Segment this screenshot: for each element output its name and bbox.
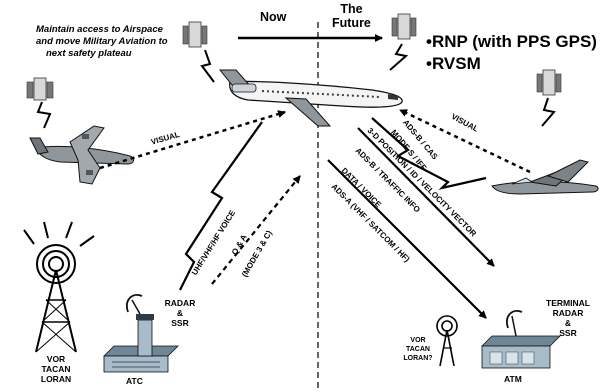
- intro-line-3: next safety plateau: [36, 48, 132, 59]
- vor-tacan-loran-right-label: VOR TACAN LORAN?: [398, 336, 438, 363]
- atm-label: ATM: [504, 374, 522, 384]
- satellite-icon: [392, 14, 416, 39]
- vor-left-line-1: VOR: [47, 354, 65, 364]
- vor-right-line-2: TACAN: [406, 346, 430, 353]
- airliner-image: [220, 70, 402, 126]
- bullet-rnp: •RNP (with PPS GPS): [426, 32, 597, 52]
- vor-right-line-3: LORAN?: [403, 355, 432, 362]
- radar-ssr-line-2: &: [177, 308, 183, 318]
- radar-ssr-line-1: RADAR: [165, 298, 196, 308]
- intro-line-2: and move Military Aviation to: [36, 36, 168, 47]
- vor-tacan-loran-left-label: VOR TACAN LORAN: [28, 354, 84, 384]
- vor-right-line-1: VOR: [410, 337, 425, 344]
- intro-line-1: Maintain access to Airspace: [36, 24, 163, 35]
- radar-ssr-line-3: SSR: [171, 318, 188, 328]
- vor-left-line-2: TACAN: [41, 364, 70, 374]
- now-label: Now: [260, 10, 286, 24]
- satellite-link-bolt: [542, 98, 554, 126]
- vor-left-line-3: LORAN: [41, 374, 71, 384]
- atc-label: ATC: [126, 376, 143, 386]
- satellite-link-bolt: [38, 102, 50, 128]
- satellite-link-bolt: [390, 44, 406, 70]
- terminal-radar-line-1: TERMINAL: [546, 298, 590, 308]
- terminal-radar-ssr-label: TERMINAL RADAR & SSR: [538, 298, 598, 338]
- terminal-radar-line-3: &: [565, 318, 571, 328]
- fighter-jet-image: [492, 160, 598, 194]
- satellite-icon: [27, 78, 53, 100]
- radar-ssr-label: RADAR & SSR: [160, 298, 200, 328]
- intro-statement: Maintain access to Airspace and move Mil…: [36, 24, 236, 60]
- radio-tower-icon: [24, 222, 94, 352]
- satellite-icon: [537, 70, 561, 95]
- military-transport-image: [30, 126, 134, 184]
- future-label-line-1: The: [340, 2, 362, 16]
- future-label-line-2: Future: [332, 16, 371, 30]
- terminal-radar-line-4: SSR: [559, 328, 576, 338]
- future-label: The Future: [332, 2, 371, 30]
- radio-tower-icon: [437, 316, 457, 366]
- bullet-rvsm: •RVSM: [426, 54, 481, 74]
- terminal-radar-line-2: RADAR: [553, 308, 584, 318]
